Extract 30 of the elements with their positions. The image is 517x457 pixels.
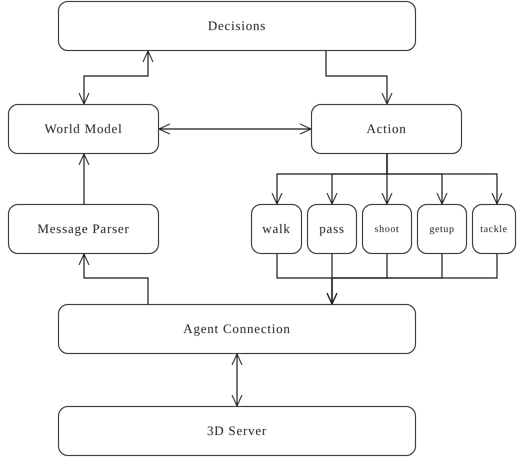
arrow — [232, 354, 242, 406]
box-label: walk — [262, 220, 291, 238]
arrow — [325, 51, 392, 104]
process-box — [307, 204, 357, 254]
arrow — [158, 124, 312, 134]
box-label: Message Parser — [37, 220, 130, 238]
process-box — [362, 204, 412, 254]
arrow — [78, 254, 149, 304]
process-box — [8, 104, 159, 154]
process-box — [417, 204, 467, 254]
process-box — [472, 204, 516, 254]
arrow — [78, 154, 90, 204]
box-label: Decisions — [208, 17, 266, 36]
box-label: World Model — [44, 120, 122, 138]
process-box — [251, 204, 302, 254]
box-label: 3D Server — [206, 422, 268, 440]
box-label: Action — [366, 120, 407, 138]
process-box — [311, 104, 462, 154]
box-label: shoot — [374, 222, 400, 236]
box-label: tackle — [480, 222, 508, 236]
process-box — [58, 1, 416, 51]
box-label: Agent Connection — [183, 320, 291, 338]
arrow — [78, 50, 154, 104]
box-label: pass — [319, 220, 345, 238]
arrow — [386, 154, 502, 204]
process-box — [8, 204, 159, 254]
process-box — [58, 304, 416, 354]
box-label: getup — [429, 222, 455, 236]
arrow — [326, 254, 498, 304]
process-box — [58, 406, 416, 456]
